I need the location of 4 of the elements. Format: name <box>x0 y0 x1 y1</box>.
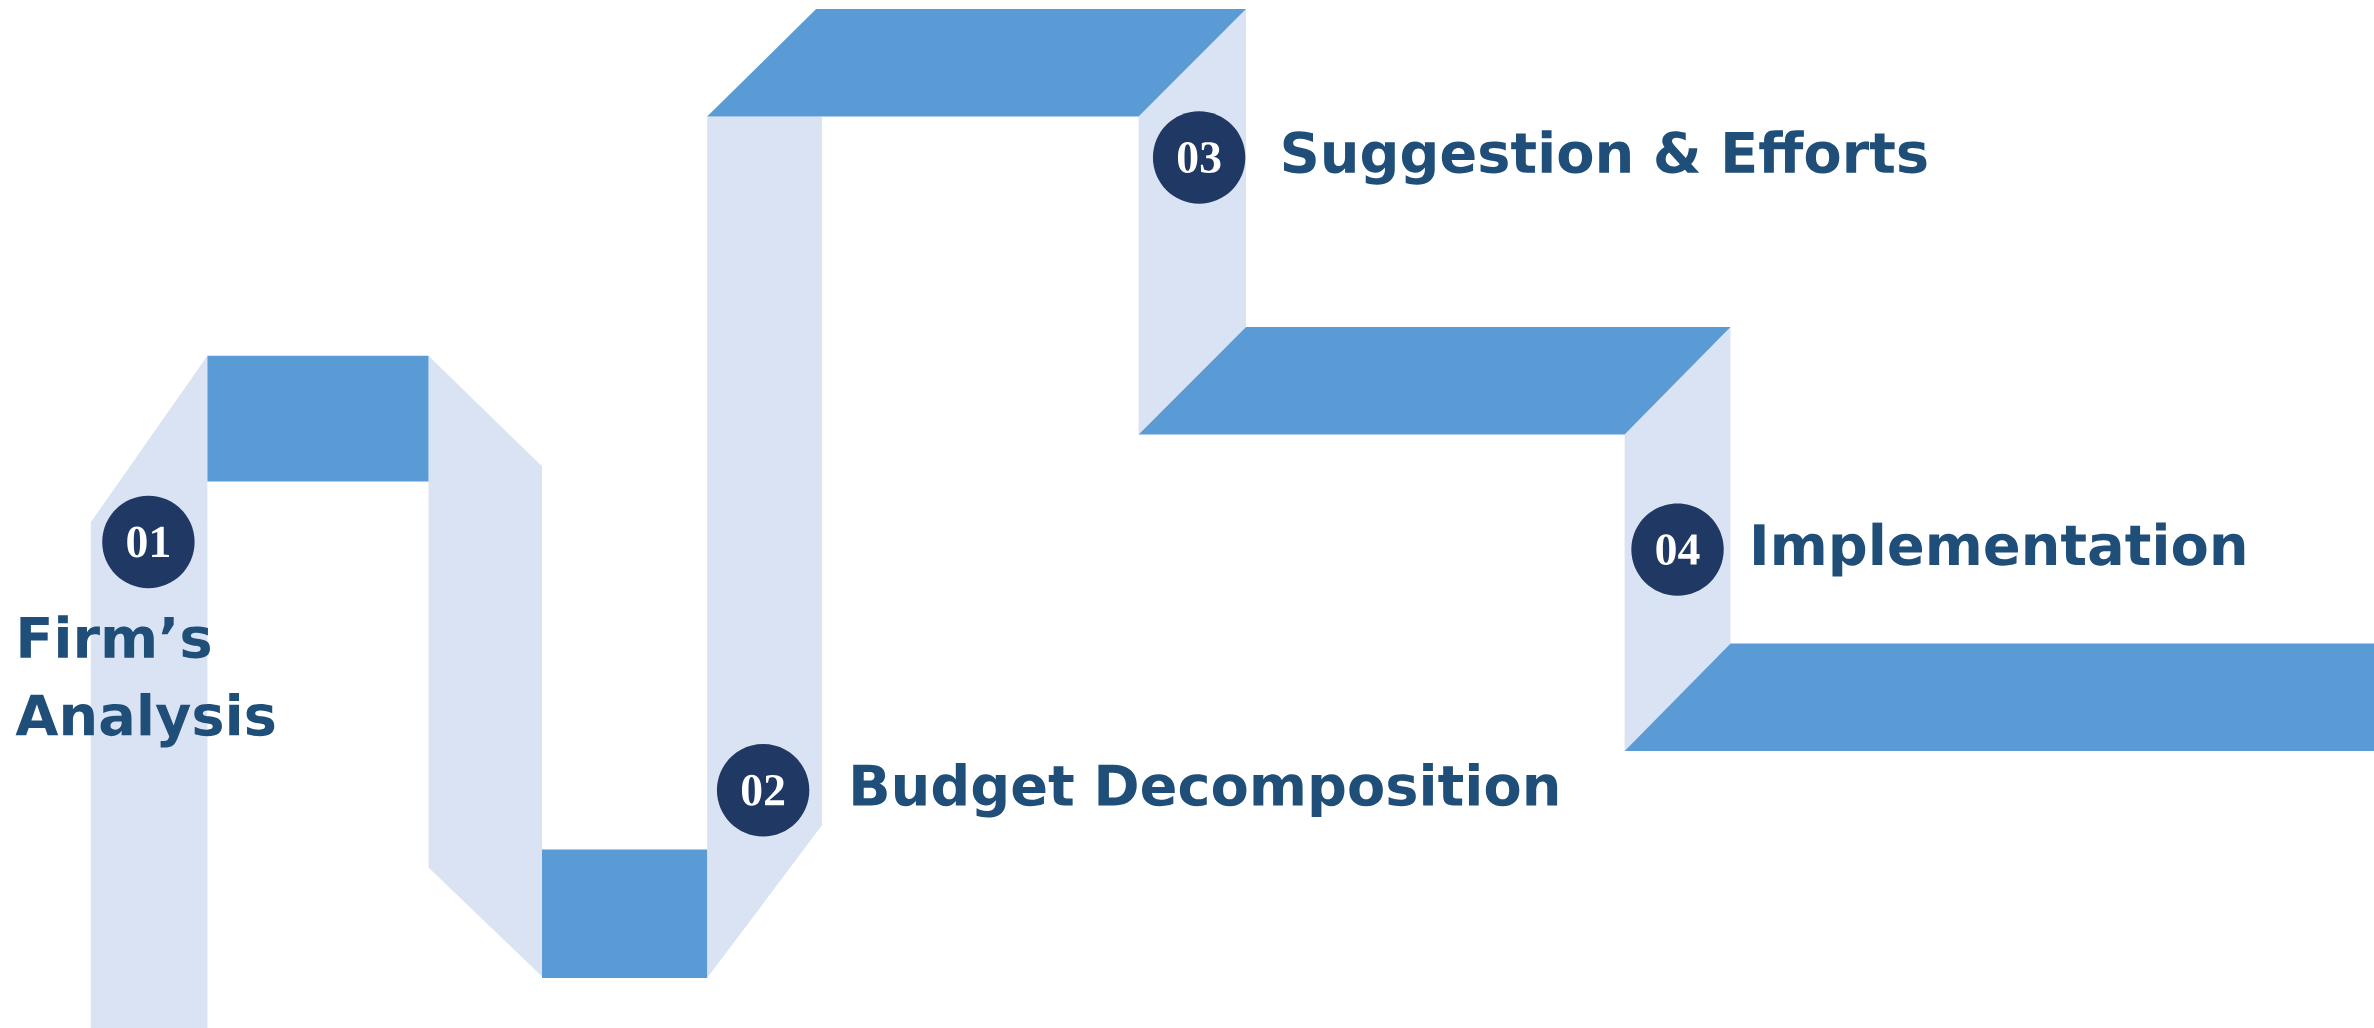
step-title: Suggestion & Efforts <box>1283 130 1927 185</box>
step-title: Budget Decomposition <box>853 763 1558 818</box>
step-title: Firm’s Analysis <box>15 615 275 748</box>
step-title: Implementation <box>1754 522 2245 577</box>
